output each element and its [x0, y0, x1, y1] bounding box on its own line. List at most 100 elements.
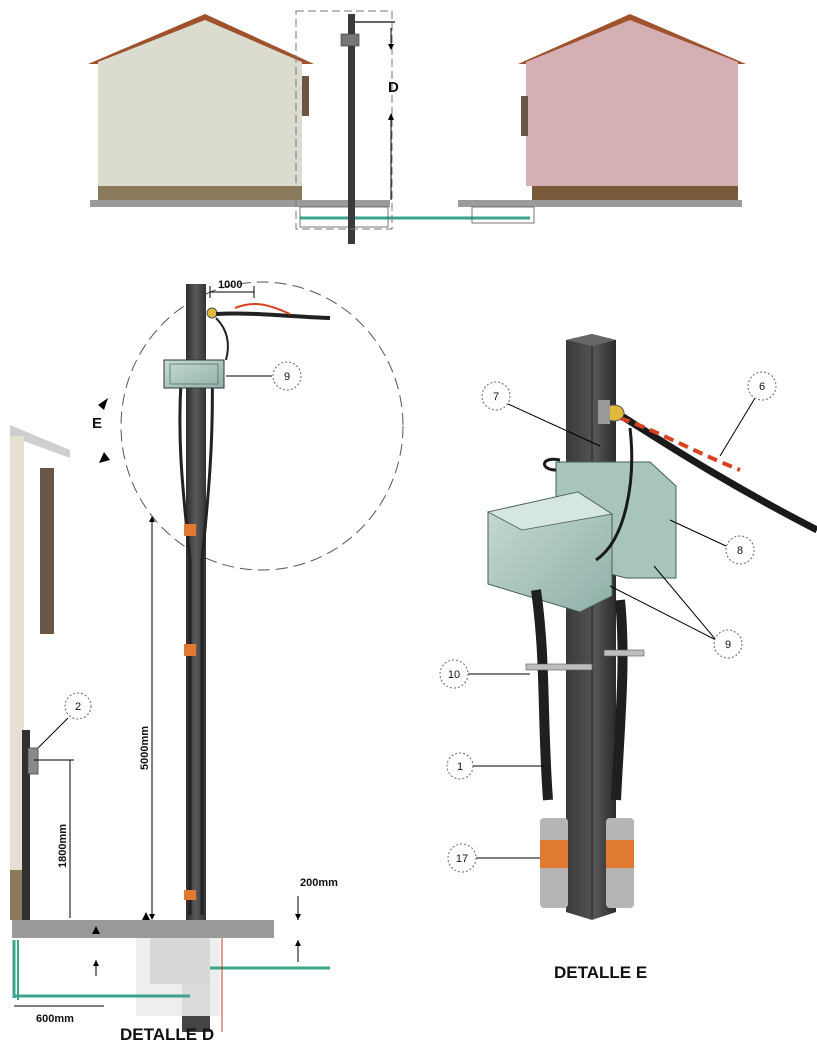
callout-2-leader [37, 717, 69, 749]
drop-cable [215, 317, 229, 361]
orange-band-2 [184, 644, 196, 656]
junction-box-d-inner [169, 363, 219, 385]
callout-9-right-leader-2 [653, 565, 717, 641]
callout-6-circle [747, 371, 777, 401]
arrow-e-bottom [99, 452, 110, 463]
dim-200-head-2 [295, 940, 301, 946]
trench-left [299, 206, 389, 228]
cable-bundle-left [178, 367, 192, 915]
callout-7-circle [481, 381, 511, 411]
sleeve-right-band [606, 840, 634, 868]
detail-e-marker: E [92, 415, 102, 432]
callout-8: 8 [737, 545, 743, 557]
callout-10: 10 [448, 669, 460, 681]
building-window [40, 468, 54, 634]
ground-slab-right [458, 200, 742, 207]
building-foundation [10, 870, 22, 920]
left-house-window [302, 76, 309, 116]
detail-d-marker: D [388, 79, 399, 96]
pole-detail-e-top [566, 334, 616, 346]
callout-10-group: 10 [439, 659, 530, 689]
callout-17-circle [447, 843, 477, 873]
sleeve-left-band [540, 840, 568, 868]
drop-cable-e [595, 427, 634, 562]
callout-17: 17 [456, 853, 468, 865]
dim-5000: 5000mm [139, 726, 151, 770]
trench-right [471, 206, 535, 224]
callout-8-circle [725, 535, 755, 565]
callout-8-leader [669, 519, 727, 547]
callout-1-circle [446, 752, 474, 780]
junction-box-front-lid [486, 491, 614, 531]
callout-1: 1 [457, 761, 463, 773]
aerial-cable [215, 311, 331, 320]
dim-5000-head-bottom [149, 914, 155, 920]
dim-1800: 1800mm [57, 824, 69, 868]
callout-6: 6 [759, 381, 765, 393]
orange-band-1 [184, 524, 196, 536]
slab-arrow-1 [92, 926, 100, 934]
left-house-gable [98, 20, 302, 62]
detail-d: E 1000 9 2 5000mm [10, 279, 404, 1044]
callout-9-right-circle [713, 629, 743, 659]
right-house-gable [526, 20, 738, 62]
dim-1000: 1000 [218, 279, 242, 291]
callout-10-circle [439, 659, 469, 689]
dim-600: 600mm [36, 1013, 74, 1025]
callout-1-group: 1 [446, 752, 544, 780]
title-detalle-e: DETALLE E [554, 963, 647, 982]
callout-9-right: 9 [725, 639, 731, 651]
pole-overview [348, 14, 355, 244]
anchor-bracket-e [598, 400, 610, 424]
dim-5000-head-top [149, 516, 155, 522]
callout-2: 2 [75, 701, 81, 713]
arrow-e-top [98, 398, 108, 410]
left-house-wall [98, 62, 302, 186]
slab-arrow-2 [142, 912, 150, 920]
pole-overview-box [340, 33, 360, 47]
detail-e-circle [120, 281, 404, 571]
callout-6-leader [719, 397, 756, 457]
right-house-window [521, 96, 528, 136]
ground-slab-d [12, 920, 274, 938]
dim-600-head [93, 960, 99, 966]
callout-7: 7 [493, 391, 499, 403]
loop-cable-e [543, 457, 561, 472]
callout-9-right-group: 9 [609, 565, 743, 659]
ground-slab-left [90, 200, 390, 207]
cable-bundle-e-left [531, 589, 553, 801]
left-house-foundation [98, 186, 302, 200]
callout-9-top: 9 [284, 371, 290, 383]
aerial-twisted-cable [610, 407, 817, 534]
callout-6-group: 6 [719, 371, 777, 457]
right-house-foundation [532, 186, 738, 200]
building-eave [10, 425, 70, 458]
clamp-left [525, 663, 593, 671]
detail-e: 6 7 8 9 10 1 [439, 334, 817, 982]
red-connectors [234, 303, 291, 315]
callout-2-circle [64, 692, 92, 720]
meter-box [27, 747, 39, 775]
callout-9-circle [272, 361, 302, 391]
right-house [518, 14, 746, 200]
overview-elevation: D [88, 10, 746, 244]
callout-7-leader [507, 403, 601, 447]
arrow-d-top-head [388, 44, 394, 50]
building-pipe [22, 730, 30, 920]
callout-9-right-leader [609, 585, 717, 641]
callout-8-group: 8 [669, 519, 755, 565]
orange-band-3 [184, 890, 196, 900]
cable-bundle-e-right [611, 599, 628, 801]
cable-bundle-right [200, 367, 214, 915]
anchor-clamp [206, 307, 218, 319]
clamp-right [603, 649, 645, 657]
dim-200: 200mm [300, 877, 338, 889]
junction-box-d [163, 359, 225, 389]
dim-200-head [295, 914, 301, 920]
right-house-wall [526, 62, 738, 186]
title-detalle-d: DETALLE D [120, 1025, 214, 1044]
arrow-d-bottom-head [388, 113, 394, 120]
pole-footing-core [150, 938, 210, 984]
left-house [88, 14, 314, 200]
